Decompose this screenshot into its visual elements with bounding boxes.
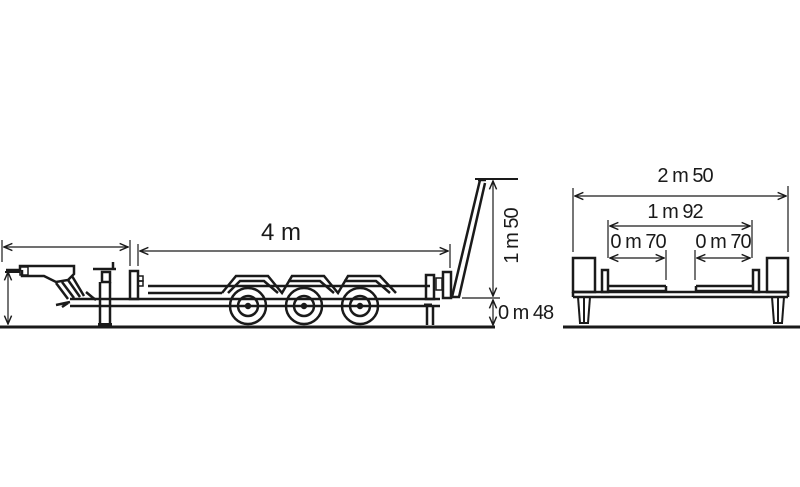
left-track-stop bbox=[600, 268, 610, 294]
inner-width-label: 1 m 92 bbox=[647, 201, 703, 223]
deck-length-label: 4 m bbox=[261, 219, 301, 246]
deck-height-label: 0 m 48 bbox=[498, 302, 554, 324]
loading-ramp bbox=[450, 178, 487, 299]
right-track-stop bbox=[751, 268, 761, 294]
coupler-head bbox=[5, 264, 76, 284]
ramp-height-dimension bbox=[462, 178, 518, 299]
left-track-dimension bbox=[610, 250, 667, 280]
side-view bbox=[0, 178, 518, 329]
overall-width-label: 2 m 50 bbox=[657, 165, 713, 187]
rear-view bbox=[563, 186, 800, 329]
right-track bbox=[694, 284, 753, 293]
front-headboard bbox=[128, 269, 144, 301]
right-leg bbox=[771, 296, 785, 324]
wheel-3 bbox=[340, 286, 380, 326]
rear-deck-beam bbox=[571, 290, 790, 299]
wheel-2 bbox=[284, 286, 324, 326]
jack-stand bbox=[93, 262, 116, 327]
inner-width-dimension bbox=[607, 220, 753, 258]
left-track bbox=[608, 284, 668, 293]
overall-width-dimension bbox=[572, 186, 789, 252]
deck-length-dimension bbox=[137, 244, 451, 268]
ramp-height-label: 1 m 50 bbox=[501, 208, 523, 264]
left-leg bbox=[577, 296, 591, 324]
right-tail-light bbox=[765, 256, 790, 294]
left-tail-light bbox=[571, 256, 597, 294]
left-track-label: 0 m 70 bbox=[610, 231, 666, 253]
right-track-label: 0 m 70 bbox=[695, 231, 751, 253]
drawbar-dimension bbox=[1, 240, 131, 266]
wheel-1 bbox=[228, 286, 268, 326]
fenders bbox=[221, 274, 397, 296]
rear-stand bbox=[424, 270, 453, 325]
right-track-dimension bbox=[694, 250, 750, 280]
drawbar-links bbox=[55, 275, 97, 309]
